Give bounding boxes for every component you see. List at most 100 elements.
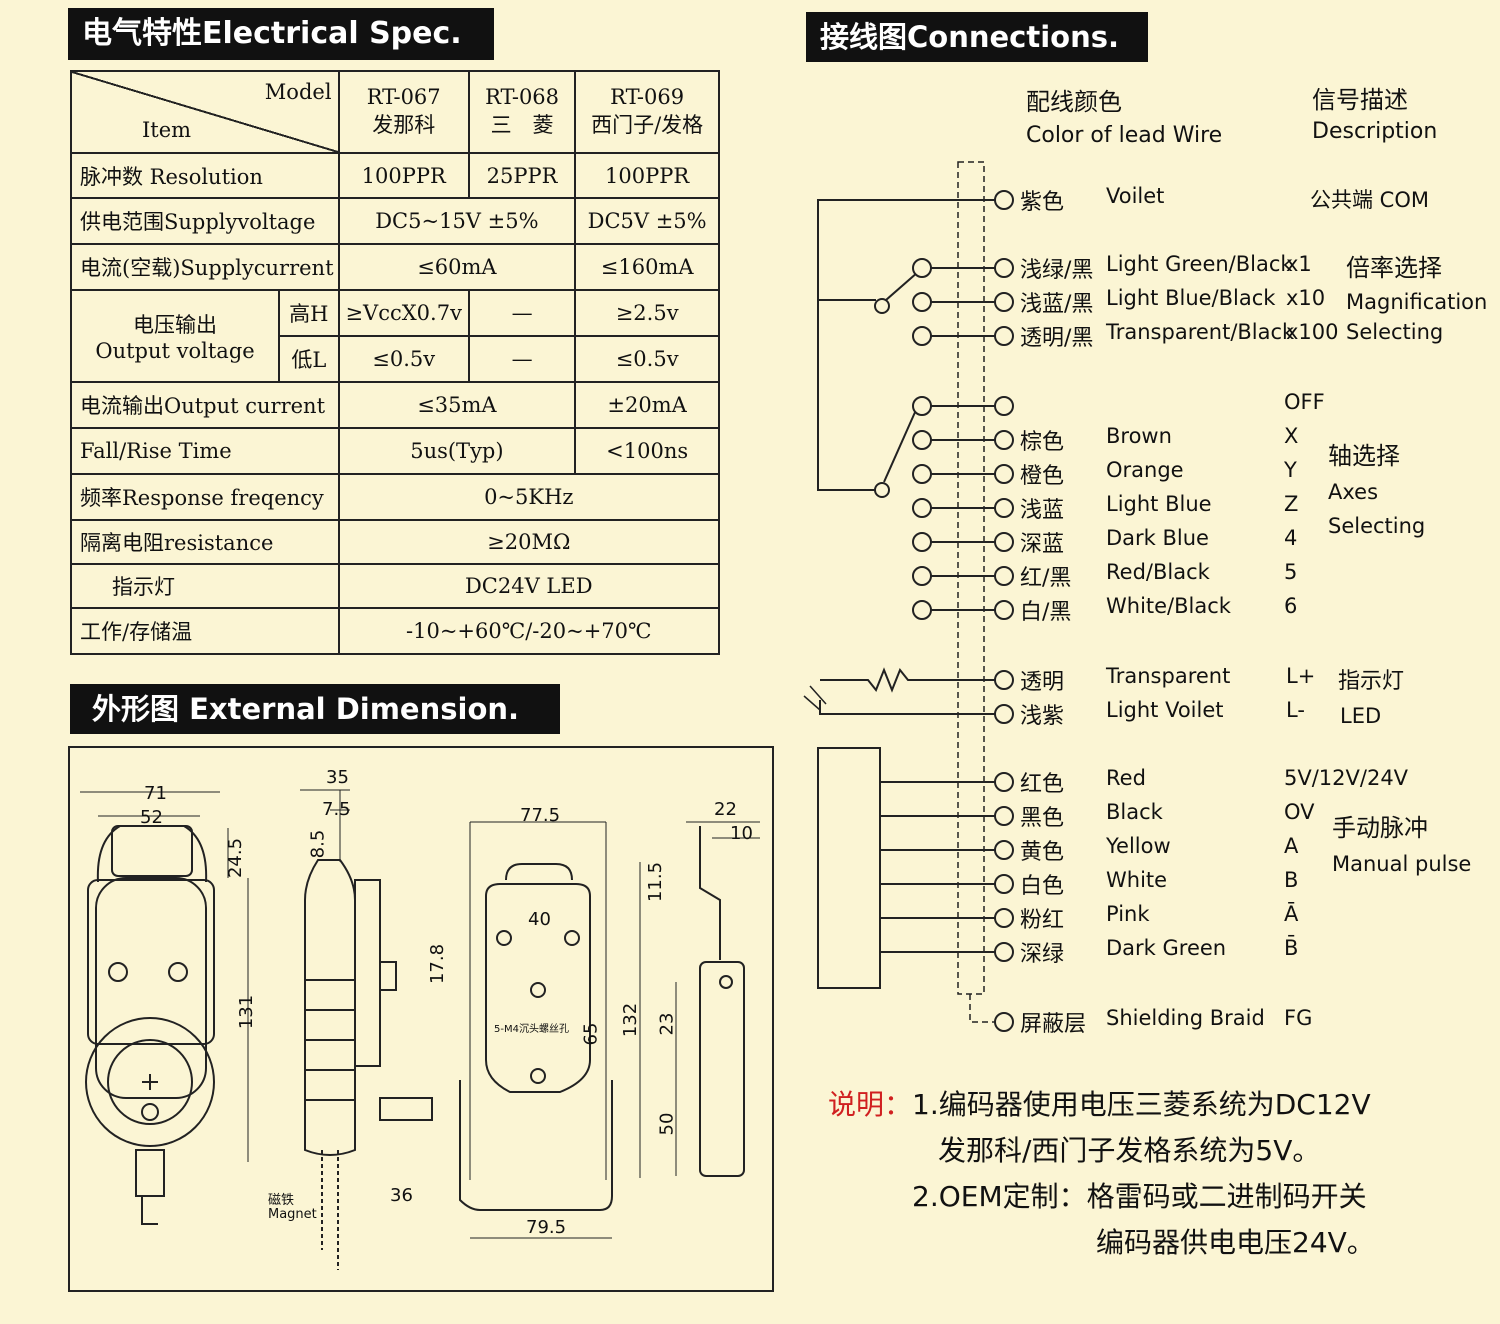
wire-color-cn: 白/黑 <box>1020 600 1072 625</box>
model-item-corner: Model Item <box>70 70 340 154</box>
wire-color-en: Light Blue/Black <box>1106 286 1276 310</box>
switch-contact <box>912 396 932 416</box>
wire-color-cn: 紫色 <box>1020 190 1065 215</box>
connector-pin <box>994 772 1014 792</box>
table-row: 工作/存储温 -10~+60℃/-20~+70℃ <box>70 607 721 655</box>
wire-color-en: White/Black <box>1106 594 1231 618</box>
dim-131: 131 <box>236 994 258 1030</box>
color-column-en: Color of lead Wire <box>1026 123 1223 148</box>
dim-11-5: 11.5 <box>645 861 667 903</box>
connector-pin <box>994 840 1014 860</box>
table-row: 脉冲数 Resolution 100PPR 25PPR 100PPR <box>70 152 720 199</box>
electrical-spec-header: 电气特性Electrical Spec. <box>68 8 494 60</box>
connector-pin <box>994 396 1014 416</box>
connector-pin <box>994 942 1014 962</box>
wire-color-cn: 黄色 <box>1020 840 1065 865</box>
dim-17-8: 17.8 <box>427 943 449 985</box>
wire-signal: x100 <box>1286 320 1339 344</box>
dim-132: 132 <box>620 1002 642 1038</box>
wire-color-en: Yellow <box>1106 834 1171 858</box>
wire-color-en: Pink <box>1106 902 1150 926</box>
switch-contact <box>912 430 932 450</box>
wire-signal: X <box>1284 424 1299 448</box>
magnification-en: Magnification <box>1346 290 1488 314</box>
connector-pin <box>994 464 1014 484</box>
connections-header: 接线图Connections. <box>806 12 1148 62</box>
model-label: Model <box>264 80 332 104</box>
wire-color-cn: 浅绿/黑 <box>1020 258 1094 283</box>
axes-cn: 轴选择 <box>1328 442 1400 470</box>
screw-note: 5-M4沉头螺丝孔 <box>494 1024 569 1035</box>
wire-color-en: Transparent <box>1106 664 1231 688</box>
dim-8-5: 8.5 <box>307 829 329 859</box>
dim-36: 36 <box>390 1185 413 1206</box>
switch-contact <box>912 600 932 620</box>
wire-color-en: Light Voilet <box>1106 698 1224 722</box>
connector-pin <box>994 704 1014 724</box>
wire-signal: 5V/12V/24V <box>1284 766 1409 790</box>
wire-signal: Y <box>1284 458 1297 482</box>
wire-signal: B̄ <box>1284 936 1299 960</box>
magnification-cn: 倍率选择 <box>1346 254 1442 282</box>
wire-color-en: Dark Blue <box>1106 526 1209 550</box>
switch-contact <box>912 292 932 312</box>
wire-signal: A <box>1284 834 1299 858</box>
led-cn: 指示灯 <box>1338 669 1405 694</box>
item-label: Item <box>142 118 192 142</box>
dim-71: 71 <box>144 783 167 804</box>
connector-pin <box>994 670 1014 690</box>
table-row: Fall/Rise Time 5us(Typ) <100ns <box>70 427 720 475</box>
switch-contact <box>912 566 932 586</box>
note-key: 说明： <box>828 1088 913 1121</box>
connector-pin <box>994 430 1014 450</box>
wire-color-cn: 棕色 <box>1020 430 1065 455</box>
axes-en: Axes <box>1328 480 1379 504</box>
dim-52: 52 <box>140 807 163 828</box>
dim-24-5: 24.5 <box>225 837 247 879</box>
switch-contact <box>912 326 932 346</box>
connector-pin <box>994 874 1014 894</box>
table-row: 电流输出Output current ≤35mA ±20mA <box>70 381 720 429</box>
desc-column-en: Description <box>1312 119 1438 144</box>
wire-signal: OV <box>1284 800 1315 824</box>
wire-signal: OFF <box>1284 390 1325 414</box>
wire-color-en: Red <box>1106 766 1146 790</box>
dim-7-5: 7.5 <box>322 799 351 820</box>
wire-color-en: Orange <box>1106 458 1184 482</box>
connector-pin <box>994 326 1014 346</box>
wire-color-en: Light Green/Black <box>1106 252 1293 276</box>
external-dimension-header: 外形图 External Dimension. <box>70 684 560 734</box>
wire-color-en: Brown <box>1106 424 1172 448</box>
dim-77-5: 77.5 <box>520 805 561 826</box>
wire-color-cn: 透明/黑 <box>1020 326 1094 351</box>
wire-color-cn: 黑色 <box>1020 806 1065 831</box>
wire-signal: FG <box>1284 1006 1313 1030</box>
switch-contact <box>912 464 932 484</box>
table-row: 指示灯 DC24V LED <box>70 563 721 609</box>
wire-signal: x10 <box>1286 286 1326 310</box>
wire-signal: 公共端 COM <box>1310 188 1429 212</box>
wire-signal: 4 <box>1284 526 1298 550</box>
wire-signal: 5 <box>1284 560 1298 584</box>
wire-signal: L+ <box>1286 664 1316 688</box>
desc-column-cn: 信号描述 <box>1312 86 1408 114</box>
dimension-drawing-frame <box>68 746 774 1292</box>
table-row: 低L ≤0.5v — ≤0.5v <box>71 335 720 383</box>
connector-pin <box>994 806 1014 826</box>
wire-color-cn: 粉红 <box>1020 908 1065 933</box>
switch-contact <box>912 258 932 278</box>
switch-contact <box>912 532 932 552</box>
color-column-cn: 配线颜色 <box>1026 88 1122 116</box>
wire-color-cn: 透明 <box>1020 670 1065 695</box>
wire-color-en: Shielding Braid <box>1106 1006 1265 1030</box>
axes-selecting: Selecting <box>1328 514 1426 538</box>
notes: 说明：1.编码器使用电压三菱系统为DC12V 发那科/西门子发格系统为5V。 2… <box>828 1088 1375 1259</box>
magnification-selecting: Selecting <box>1346 320 1444 344</box>
manual-pulse-en: Manual pulse <box>1332 852 1472 876</box>
connector-pin <box>994 258 1014 278</box>
